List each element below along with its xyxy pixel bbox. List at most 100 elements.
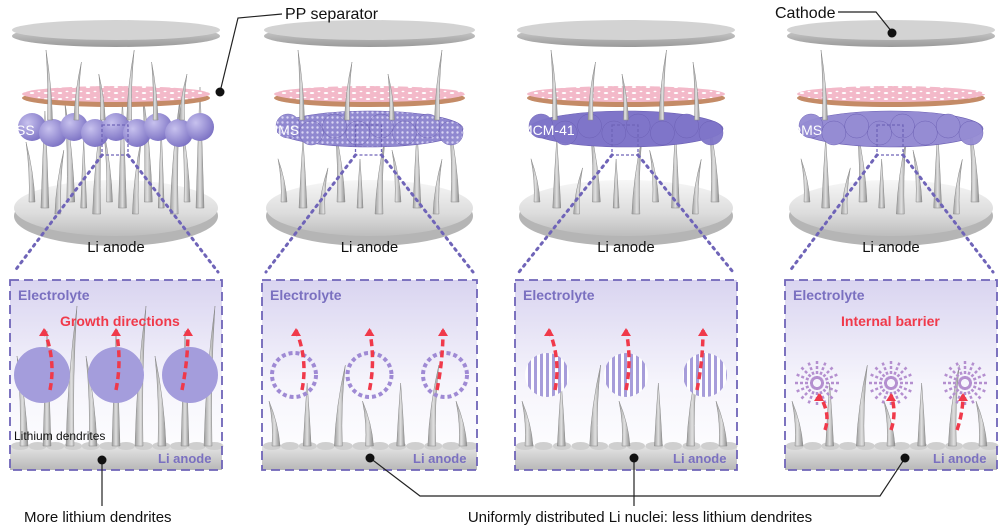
more-dendrites-label: More lithium dendrites — [24, 509, 172, 526]
radial-channel — [891, 386, 901, 404]
dendrite — [455, 400, 468, 447]
cathode-leader — [838, 11, 893, 33]
arrow-head — [814, 393, 824, 401]
zoom-box-border — [514, 279, 738, 471]
material-label: DMS — [791, 122, 822, 138]
radial-channel — [874, 366, 890, 382]
li-anode-box-label: Li anode — [673, 451, 726, 466]
anode-bump — [892, 442, 910, 450]
radial-channel — [894, 373, 912, 383]
particle-layer — [528, 110, 724, 148]
electrolyte-label: Electrolyte — [523, 287, 595, 303]
arrow-head — [364, 328, 375, 336]
dendrite — [396, 382, 405, 447]
electrolyte-label: Electrolyte — [793, 287, 865, 303]
li-anode-label: Li anode — [87, 239, 145, 256]
zoom-box: Electrolyte Li anode — [514, 279, 738, 471]
radial-channel — [820, 373, 838, 383]
dendrite — [98, 73, 106, 121]
dendrite — [362, 400, 374, 447]
dendrite — [530, 158, 541, 203]
silica-sphere — [39, 119, 67, 147]
dendrite — [975, 400, 988, 447]
li-anode-layer — [10, 446, 222, 470]
zoom-line — [787, 153, 879, 274]
radial-channel — [796, 373, 814, 383]
dendrite — [878, 159, 885, 209]
dendrite — [658, 49, 667, 121]
arrow-head — [111, 328, 121, 336]
anode-bump — [701, 442, 719, 450]
radial-channel — [817, 362, 827, 380]
silica-sphere — [415, 113, 440, 139]
dendrite — [649, 150, 659, 203]
dendrite — [25, 141, 36, 203]
pp-separator — [22, 86, 210, 102]
radial-channel — [891, 362, 901, 380]
anode-bump — [927, 442, 946, 450]
electrolyte-label: Electrolyte — [270, 287, 342, 303]
radial-channel — [817, 386, 827, 404]
anode-bump — [962, 442, 981, 450]
anode-bump — [571, 442, 590, 450]
silica-sphere — [601, 120, 627, 146]
dendrite — [356, 159, 364, 209]
anode-bump — [803, 442, 822, 450]
silica-sphere — [867, 120, 892, 146]
pp-separator — [274, 86, 465, 102]
solid-particle — [162, 347, 218, 403]
radial-channel — [966, 366, 982, 382]
channel-particle — [683, 353, 727, 397]
uniform-nuclei-label: Uniformly distributed Li nuclei: less li… — [468, 509, 812, 526]
dendrite — [791, 400, 804, 447]
dendrite — [298, 138, 308, 209]
anode-bump — [28, 442, 47, 450]
dendrite — [154, 355, 167, 447]
li-anode-box-label: Li anode — [158, 451, 211, 466]
growth-arrows — [814, 393, 968, 431]
radial-channel — [892, 384, 908, 400]
silica-sphere — [650, 120, 675, 146]
channel-particle — [604, 353, 648, 397]
dendrite — [715, 400, 728, 447]
particle-layer — [275, 110, 464, 148]
dendrite — [344, 61, 353, 121]
dendrite — [302, 382, 312, 447]
radial-channel — [955, 386, 965, 404]
leader-dot — [215, 87, 225, 97]
silica-sphere — [345, 120, 371, 146]
dendrite — [587, 61, 596, 121]
annotation-growth-directions: Growth directions — [60, 313, 180, 329]
li-anode-layer — [785, 446, 997, 470]
zoom-box-border — [9, 279, 223, 471]
dendrite — [654, 382, 663, 447]
silica-sphere — [958, 120, 984, 146]
radial-channel — [818, 366, 834, 382]
channel-particle — [525, 353, 569, 397]
leader-dot — [97, 455, 107, 465]
material-label: HMS — [268, 122, 299, 138]
anode-bump — [280, 442, 299, 450]
anode-dendrites — [25, 86, 205, 215]
silica-sphere — [299, 120, 324, 146]
arrow-head — [958, 393, 968, 401]
dendrite — [427, 364, 440, 447]
zoom-selection — [101, 124, 129, 156]
dendritic-particle — [943, 361, 987, 405]
dendrite — [45, 49, 53, 121]
radial-channel — [944, 383, 962, 393]
radial-channel — [870, 383, 888, 393]
silica-sphere — [438, 120, 464, 146]
leader-dot — [365, 453, 375, 463]
zoom-dendrites — [791, 364, 988, 447]
anode-bump — [839, 442, 857, 450]
anode-bump — [406, 442, 425, 450]
dendrite — [552, 138, 562, 209]
dendrite — [618, 400, 631, 447]
zoom-selection — [611, 124, 639, 156]
